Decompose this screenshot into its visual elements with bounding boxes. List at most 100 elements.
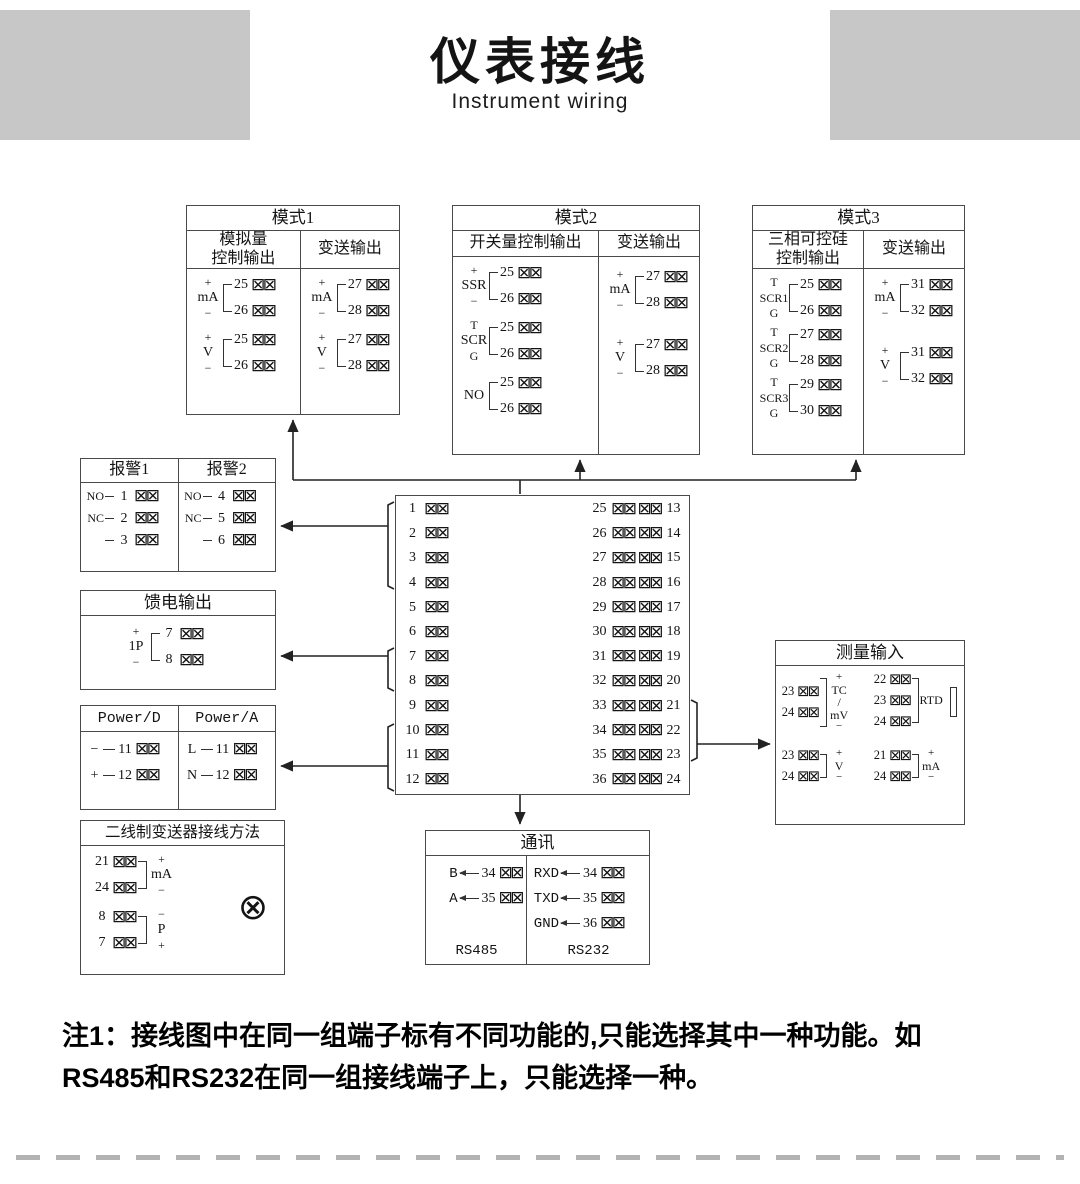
terminal-row: 5⊠⊠: [402, 595, 450, 620]
terminal-row: 26⊠⊠: [498, 289, 543, 309]
mode1-col1-header: 模拟量 控制输出: [187, 231, 300, 269]
col-header-line: 变送输出: [616, 234, 681, 252]
terminal-icon: ⊠⊠: [135, 765, 161, 785]
terminal-number: 15: [666, 550, 681, 566]
terminal-row: 31⊠⊠: [909, 275, 954, 295]
terminal-icon: ⊠⊠: [611, 670, 637, 691]
gate-top-label: T: [770, 375, 778, 389]
signal-label: NO: [463, 387, 485, 403]
terminal-icon: ⊠⊠: [611, 621, 637, 642]
terminal-icon: ⊠⊠: [797, 703, 820, 722]
terminal-icon: ⊠⊠: [637, 523, 664, 544]
terminal-number: 29: [800, 377, 814, 392]
gate-bottom-label: G: [769, 406, 779, 421]
contact-label: NC: [184, 511, 202, 525]
terminal-row: 24⊠⊠: [872, 713, 912, 730]
terminal-icon: ⊠⊠: [817, 300, 843, 321]
group-labels: + V −: [827, 747, 851, 785]
signal-label: B: [449, 865, 458, 882]
terminal-icon: ⊠⊠: [928, 368, 954, 389]
terminal-icon: ⊠⊠: [251, 300, 277, 321]
signal-label: TXD: [533, 890, 560, 907]
wire-bracket: [489, 382, 498, 410]
group-terminals: 21⊠⊠ 24⊠⊠: [93, 852, 138, 898]
feed-output-body: + 1P − 7⊠⊠ 8⊠⊠: [81, 616, 275, 670]
terminal-number: 28: [800, 353, 814, 368]
bracket-terminals-33-35: [690, 699, 698, 762]
terminal-number: 2: [120, 510, 128, 526]
terminal-icon: ⊠⊠: [424, 695, 450, 716]
transmitter-body: 21⊠⊠ 24⊠⊠ + mA − 8⊠⊠ 7⊠⊠ − P + ⊗: [81, 846, 284, 974]
mode1-panel: 模式1 模拟量 控制输出 + mA − 25⊠⊠ 26⊠⊠: [186, 205, 400, 415]
terminal-number: 20: [666, 673, 681, 689]
terminal-icon: ⊠⊠: [517, 398, 543, 419]
terminal-row: 28⊠⊠: [346, 301, 391, 321]
terminal-group-scr3: T SCR3 G 29⊠⊠ 30⊠⊠: [759, 375, 863, 421]
terminal-row: 7⊠⊠: [160, 624, 205, 644]
terminal-group-ma-loop: 21⊠⊠ 24⊠⊠ + mA −: [93, 852, 284, 898]
terminal-group-1p: + 1P − 7⊠⊠ 8⊠⊠: [121, 624, 275, 670]
terminal-group-power-loop: 8⊠⊠ 7⊠⊠ − P +: [93, 907, 284, 953]
wire-bracket: [137, 916, 147, 944]
terminal-row: 31⊠⊠: [909, 343, 954, 363]
terminal-icon: ⊠⊠: [231, 508, 258, 528]
terminal-number: 19: [666, 648, 681, 664]
polarity-label: +: [90, 767, 99, 783]
signal-label: V: [316, 344, 327, 360]
mode1-title: 模式1: [187, 206, 399, 231]
terminal-icon: ⊠⊠: [517, 262, 543, 283]
terminal-icon: ⊠⊠: [637, 597, 664, 618]
terminal-number: 34: [481, 865, 496, 881]
signal-label: mA: [151, 866, 172, 882]
polarity-bottom-label: −: [204, 306, 212, 321]
terminal-row: 32⊠⊠: [909, 301, 954, 321]
wire: [200, 749, 213, 750]
terminal-number: 28: [592, 575, 607, 591]
terminal-row: 30⊠⊠: [798, 401, 843, 421]
terminal-number: 27: [646, 269, 660, 284]
terminal-icon: ⊠⊠: [424, 597, 450, 618]
terminal-icon: ⊠⊠: [498, 888, 525, 908]
mode2-col2-header: 变送输出: [599, 231, 699, 257]
terminal-icon: ⊠⊠: [611, 523, 637, 544]
terminal-number: 27: [646, 337, 660, 352]
mode2-title: 模式2: [453, 206, 699, 231]
terminal-icon: ⊠⊠: [611, 547, 637, 568]
terminal-number: 12: [405, 771, 420, 787]
terminal-group-v: + V − 27⊠⊠ 28⊠⊠: [605, 335, 699, 381]
terminal-icon: ⊠⊠: [797, 745, 820, 764]
mode1-transmit-output-column: 变送输出 + mA − 27⊠⊠ 28⊠⊠: [299, 231, 399, 414]
wire: [103, 775, 115, 776]
terminal-row: 28⊠⊠: [798, 351, 843, 371]
group-terminals: 8⊠⊠ 7⊠⊠: [93, 907, 138, 953]
wire-bracket: [635, 344, 644, 372]
left-arrow-icon: [458, 895, 479, 901]
terminal-number: 31: [592, 648, 607, 664]
terminal-icon: ⊠⊠: [663, 292, 689, 313]
terminal-icon: ⊠⊠: [179, 649, 205, 670]
gate-top-label: T: [770, 275, 778, 289]
group-labels: + SSR −: [459, 263, 489, 309]
polarity-top-label: +: [616, 335, 624, 349]
group-terminals: 27⊠⊠ 28⊠⊠: [346, 330, 391, 376]
terminal-number: 35: [481, 890, 496, 906]
rtd-input-group: 22⊠⊠ 23⊠⊠ 24⊠⊠ RTD: [870, 671, 962, 743]
mode3-col2-header: 变送输出: [864, 231, 964, 269]
terminal-group-ssr: + SSR − 25⊠⊠ 26⊠⊠: [459, 263, 598, 309]
terminal-number: 24: [873, 768, 887, 783]
alarm-row: 3⊠⊠: [83, 532, 178, 549]
tc-mv-input-group: 23⊠⊠ 24⊠⊠ + TC / mV −: [778, 671, 870, 743]
terminal-row: 6⊠⊠: [402, 620, 450, 645]
terminal-number: 13: [666, 501, 681, 517]
terminal-row: 27⊠⊠: [644, 335, 689, 355]
terminal-row: 29⊠⊠⊠⊠17: [589, 595, 684, 620]
terminal-icon: ⊠⊠: [424, 670, 450, 691]
terminal-icon: ⊠⊠: [889, 712, 912, 730]
mode1-col2-header: 变送输出: [300, 231, 399, 269]
terminal-number: 32: [592, 673, 607, 689]
terminal-number: 29: [592, 599, 607, 615]
signal-label: mA: [922, 758, 941, 773]
two-wire-transmitter-panel: 二线制变送器接线方法 21⊠⊠ 24⊠⊠ + mA − 8⊠⊠ 7⊠⊠ − P: [80, 820, 285, 975]
